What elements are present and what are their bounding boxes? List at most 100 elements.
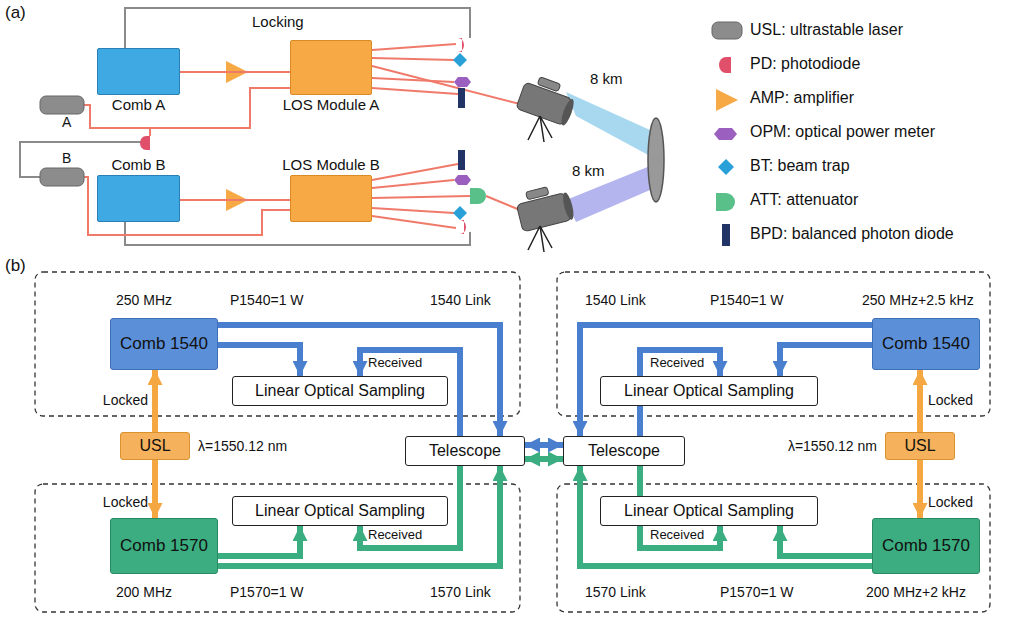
node-label: Telescope xyxy=(588,442,660,460)
beam-trap-symbol xyxy=(453,206,467,220)
balanced-detector-symbol xyxy=(458,150,465,170)
annotation-label: Locked xyxy=(928,392,973,408)
detectors-a xyxy=(453,38,471,108)
annotation-label: Locked xyxy=(928,494,973,510)
annotation-label: 250 MHz+2.5 kHz xyxy=(862,292,974,308)
comb-box: Comb 1540 xyxy=(872,318,980,370)
group-frames xyxy=(35,272,990,612)
legend-entry: AMP: amplifier xyxy=(750,89,854,107)
connector xyxy=(917,460,923,518)
legend-entry: OPM: optical power meter xyxy=(750,123,935,141)
locking-wire xyxy=(125,222,470,245)
legend-entry: USL: ultrastable laser xyxy=(750,21,903,39)
beams xyxy=(566,92,650,222)
node-label: Telescope xyxy=(429,442,501,460)
tripod xyxy=(528,226,552,252)
legend-icon xyxy=(722,224,730,246)
node-label: Comb 1570 xyxy=(882,537,970,556)
annotation-label: B xyxy=(62,150,71,166)
fiber xyxy=(372,66,520,104)
node-label: Linear Optical Sampling xyxy=(624,382,794,400)
photodiode-symbol xyxy=(140,136,150,150)
process-box: Linear Optical Sampling xyxy=(232,496,448,526)
dashed-frame xyxy=(557,484,990,612)
laser-box: USL xyxy=(120,432,190,460)
node-label: USL xyxy=(139,437,170,455)
photodiode-symbol xyxy=(458,38,464,52)
connector xyxy=(580,325,872,436)
detectors-b xyxy=(453,150,486,234)
comb-box: Comb 1540 xyxy=(110,318,218,370)
fiber xyxy=(372,216,456,228)
telescope-box: Telescope xyxy=(405,436,525,466)
annotation-label: Received xyxy=(368,356,422,371)
laser-beam xyxy=(566,92,650,156)
usl-symbol xyxy=(40,96,84,186)
node-label: Comb 1540 xyxy=(882,335,970,354)
node-label: Linear Optical Sampling xyxy=(624,502,794,520)
connector xyxy=(152,370,158,432)
telescope-aperture xyxy=(559,98,576,127)
legend-icons xyxy=(712,22,742,246)
legend-icon xyxy=(719,57,731,73)
power-meter-symbol xyxy=(454,175,471,185)
connector xyxy=(780,526,872,556)
annotation-label: λ=1550.12 nm xyxy=(788,438,877,454)
usl-symbol xyxy=(40,168,84,186)
legend-entry: PD: photodiode xyxy=(750,55,860,73)
annotation-label: A xyxy=(62,114,71,130)
connector xyxy=(525,456,563,462)
process-box: Linear Optical Sampling xyxy=(600,496,818,526)
annotation-label: P1540=1 W xyxy=(230,292,304,308)
telescope xyxy=(516,73,580,127)
beam-trap-symbol xyxy=(453,53,467,67)
connector xyxy=(917,370,923,432)
connector xyxy=(218,345,300,376)
legend-entry: BPD: balanced photon diode xyxy=(750,225,954,243)
telescope xyxy=(514,182,576,232)
laser-box: USL xyxy=(885,432,955,460)
comb-box: Comb A xyxy=(97,48,180,95)
attenuator-symbol xyxy=(470,188,486,204)
annotation-label: 1540 Link xyxy=(585,292,646,308)
annotation-label: 1570 Link xyxy=(585,584,646,600)
node-label: Comb 1570 xyxy=(120,537,208,556)
connector xyxy=(152,460,158,518)
annotation-label: (a) xyxy=(5,3,26,23)
annotation-label: 8 km xyxy=(572,162,605,179)
annotation-label: Received xyxy=(650,528,704,543)
fiber xyxy=(372,78,454,82)
connector xyxy=(780,345,872,376)
amplifier-symbol xyxy=(226,61,248,211)
power-meter-symbol xyxy=(454,77,471,87)
fiber xyxy=(372,44,456,50)
node-label: Linear Optical Sampling xyxy=(255,382,425,400)
connector xyxy=(218,466,500,566)
fiber xyxy=(149,128,151,136)
annotation-label: 200 MHz xyxy=(116,584,172,600)
annotation-label: 1570 Link xyxy=(430,584,491,600)
annotation-label: 8 km xyxy=(590,70,623,87)
usl-symbol xyxy=(40,96,84,114)
process-box: Linear Optical Sampling xyxy=(232,376,448,406)
connector xyxy=(218,526,300,556)
process-box: Linear Optical Sampling xyxy=(600,376,818,406)
comb-box: Comb 1570 xyxy=(110,518,218,574)
legend-icon xyxy=(714,128,737,140)
connector xyxy=(525,442,563,448)
legend-icon xyxy=(712,22,742,39)
annotation-label: Locked xyxy=(103,392,148,408)
connector xyxy=(580,466,872,566)
finder-scope xyxy=(537,77,560,92)
legend-entry: ATT: attenuator xyxy=(750,191,858,209)
fiber xyxy=(372,180,454,188)
los-module-box: LOS Module B xyxy=(290,175,372,222)
legend-icon xyxy=(716,89,738,111)
los-module-box: LOS Module A xyxy=(290,40,372,95)
node-label: Comb A xyxy=(112,97,165,114)
comb-box: Comb B xyxy=(97,175,180,222)
legend-icon xyxy=(718,159,734,175)
fiber xyxy=(372,58,454,60)
fiber xyxy=(372,196,520,210)
